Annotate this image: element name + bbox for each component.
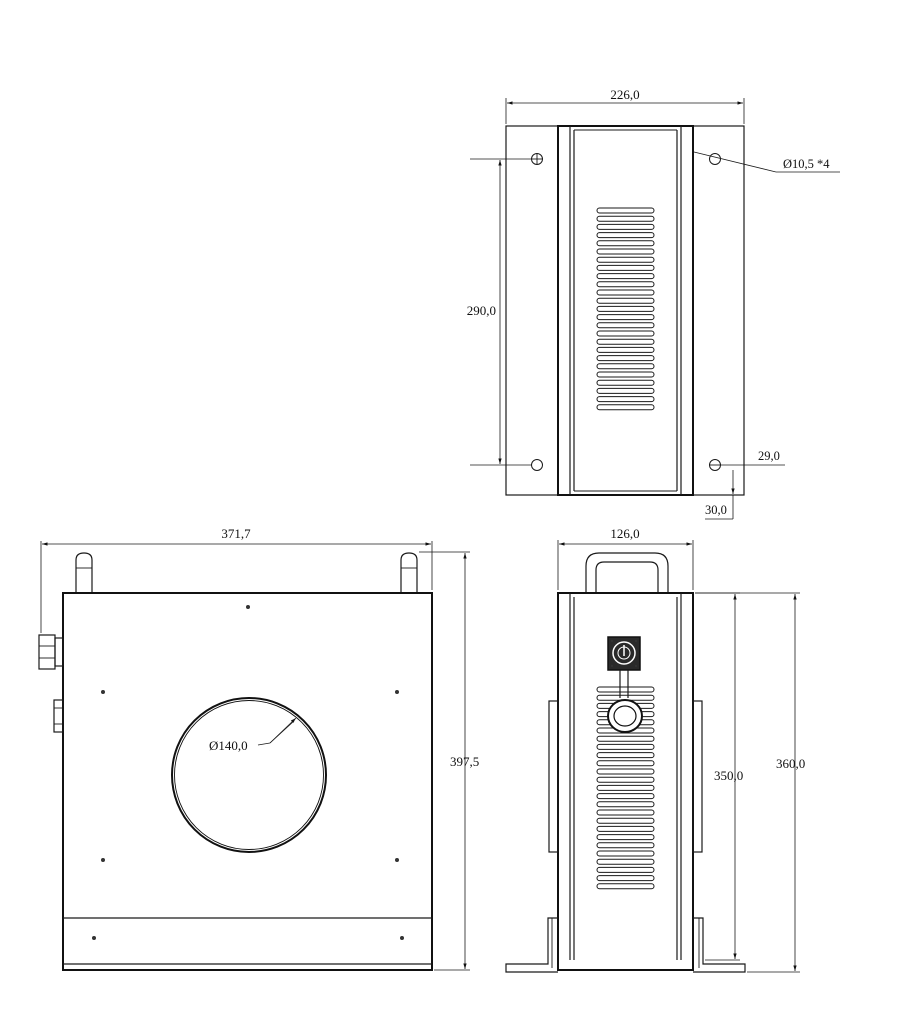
- top-height-dim-label: 290,0: [467, 303, 496, 318]
- vent-slot: [596, 875, 655, 882]
- vent-slot: [596, 784, 655, 791]
- vent-slot: [596, 355, 655, 362]
- vent-slot: [596, 330, 655, 337]
- vent-slot: [596, 207, 655, 214]
- vent-slot: [596, 743, 655, 750]
- screw: [101, 690, 105, 694]
- vent-slot: [596, 240, 655, 247]
- mount-hole: [531, 459, 543, 471]
- vent-slot: [596, 371, 655, 378]
- edge-dim-x-label: 29,0: [758, 449, 780, 463]
- vent-slot: [596, 883, 655, 890]
- vent-slot: [596, 346, 655, 353]
- top-view: 226,0 290,0 Ø10,5 *4 29,0 30,0: [467, 87, 840, 520]
- top-view-housing: [557, 125, 694, 496]
- screw: [92, 936, 96, 940]
- front-width-dim-label: 371,7: [221, 526, 251, 541]
- screw: [246, 605, 250, 609]
- vent-slot: [596, 842, 655, 849]
- side-body-height-dim-label: 350,0: [714, 768, 743, 783]
- vent-slot: [596, 834, 655, 841]
- vent-slot: [596, 735, 655, 742]
- side-view-vent-slots: [596, 686, 655, 890]
- vent-slot: [596, 215, 655, 222]
- vent-slot: [596, 387, 655, 394]
- side-tab: [548, 700, 559, 853]
- vent-slot: [596, 825, 655, 832]
- vent-slot: [596, 248, 655, 255]
- vent-slot: [596, 232, 655, 239]
- screw: [400, 936, 404, 940]
- front-height-dim-label: 397,5: [450, 754, 479, 769]
- mount-hole: [709, 153, 721, 165]
- vent-slot: [596, 817, 655, 824]
- top-width-dim-label: 226,0: [610, 87, 639, 102]
- vent-slot: [596, 760, 655, 767]
- vent-slot: [596, 809, 655, 816]
- vent-slot: [596, 866, 655, 873]
- vent-slot: [596, 314, 655, 321]
- carry-handle: [585, 552, 669, 593]
- hole-dim-label: Ø10,5 *4: [783, 157, 830, 171]
- mount-foot: [693, 917, 746, 973]
- vent-slot: [596, 686, 655, 693]
- side-width-dim-label: 126,0: [610, 526, 639, 541]
- side-total-height-dim-label: 360,0: [776, 756, 805, 771]
- screw: [395, 858, 399, 862]
- vent-slot: [596, 273, 655, 280]
- bore-dim-label: Ø140,0: [209, 738, 248, 753]
- vent-slot: [596, 768, 655, 775]
- vent-slot: [596, 256, 655, 263]
- vent-slot: [596, 379, 655, 386]
- vent-slot: [596, 850, 655, 857]
- screw: [395, 690, 399, 694]
- connector-stub: [38, 634, 56, 670]
- handle-post: [75, 552, 93, 593]
- vent-slot: [596, 793, 655, 800]
- vent-slot: [596, 404, 655, 411]
- vent-slot: [596, 338, 655, 345]
- mount-foot: [505, 917, 558, 973]
- vent-slot: [596, 223, 655, 230]
- connector-stub: [53, 699, 64, 733]
- top-view-vent-slots: [596, 207, 655, 411]
- screw: [101, 858, 105, 862]
- side-tab: [692, 700, 703, 853]
- vent-slot: [596, 289, 655, 296]
- vent-slot: [596, 305, 655, 312]
- front-view-body: [62, 592, 433, 971]
- handle-post: [400, 552, 418, 593]
- side-view: 126,0 350,0 360,0: [505, 526, 805, 973]
- vent-slot: [596, 363, 655, 370]
- vent-slot: [596, 801, 655, 808]
- vent-slot: [596, 776, 655, 783]
- edge-dim-y-label: 30,0: [705, 503, 727, 517]
- vent-slot: [596, 752, 655, 759]
- vent-slot: [596, 281, 655, 288]
- vent-slot: [596, 322, 655, 329]
- vent-slot: [596, 396, 655, 403]
- vent-slot: [596, 858, 655, 865]
- front-view: Ø140,0 371,7 397,5: [38, 526, 479, 971]
- vent-slot: [596, 264, 655, 271]
- vent-slot: [596, 297, 655, 304]
- bore-circle: [171, 697, 327, 853]
